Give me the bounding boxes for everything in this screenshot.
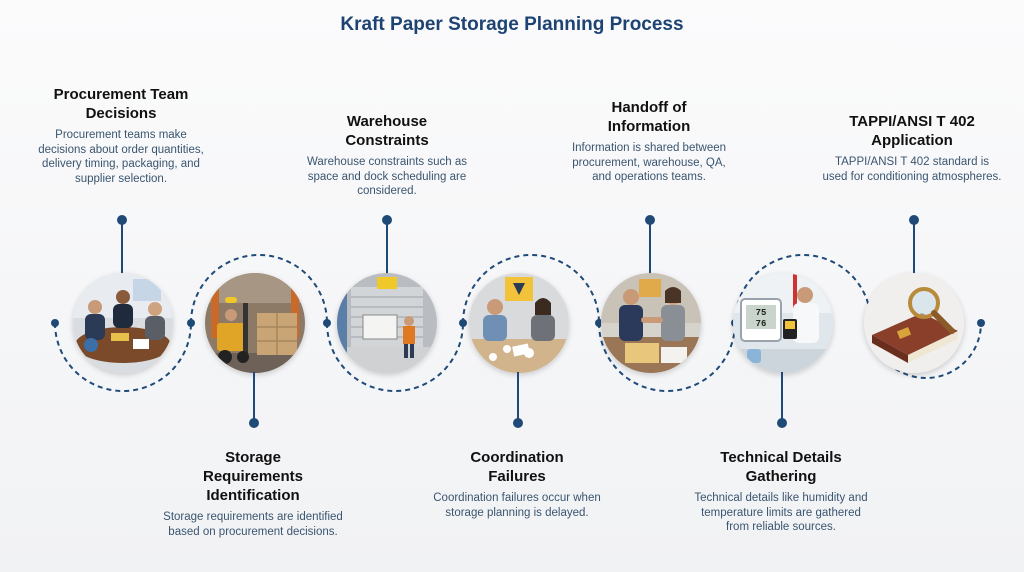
connector-dot	[645, 215, 655, 225]
step-text: Coordination failures occur when storage…	[433, 492, 601, 519]
step-handoff: Handoff of Information Information is sh…	[564, 98, 734, 185]
step-text: TAPPI/ANSI T 402 standard is used for co…	[822, 156, 1002, 183]
connector-line	[649, 222, 651, 274]
step-procurement: Procurement Team Decisions Procurement t…	[31, 85, 211, 186]
step-technical-details: Technical Details Gathering Technical de…	[691, 448, 871, 535]
connector-dot	[777, 418, 787, 428]
step-heading: Procurement Team Decisions	[53, 86, 189, 122]
step-text: Warehouse constraints such as space and …	[306, 156, 467, 197]
connector-dot	[513, 418, 523, 428]
connector-dot	[382, 215, 392, 225]
step-text: Information is shared between procuremen…	[571, 142, 727, 183]
step-warehouse-constraints: Warehouse Constraints Warehouse constrai…	[297, 112, 477, 199]
connector-line	[386, 222, 388, 274]
step-text: Storage requirements are identified base…	[163, 511, 343, 538]
connector-line	[517, 372, 519, 420]
warehouse-icon	[337, 273, 437, 373]
step-heading: Warehouse Constraints	[345, 113, 429, 149]
step-tappi-application: TAPPI/ANSI T 402 Application TAPPI/ANSI …	[822, 112, 1002, 184]
hygrometer-icon: 75 76	[733, 273, 833, 373]
display-reading-2: 76	[756, 319, 767, 329]
handshake-icon	[601, 273, 701, 373]
step-coordination-failures: Coordination Failures Coordination failu…	[427, 448, 607, 520]
step-text: Procurement teams make decisions about o…	[38, 129, 204, 185]
connector-line	[121, 222, 123, 274]
standard-book-icon	[864, 273, 964, 373]
connector-dot	[909, 215, 919, 225]
connector-line	[253, 372, 255, 420]
connector-line	[913, 222, 915, 274]
step-heading: Coordination Failures	[470, 449, 564, 485]
meeting-icon	[73, 273, 173, 373]
step-heading: TAPPI/ANSI T 402 Application	[849, 113, 975, 149]
argument-icon	[469, 273, 569, 373]
connector-dot	[117, 215, 127, 225]
step-text: Technical details like humidity and temp…	[694, 492, 868, 533]
step-heading: Technical Details Gathering	[720, 449, 842, 485]
step-heading: Handoff of Information	[607, 99, 691, 135]
step-storage-requirements: Storage Requirements Identification Stor…	[163, 448, 343, 539]
forklift-icon	[205, 273, 305, 373]
display-reading: 75	[756, 308, 767, 318]
step-heading: Storage Requirements Identification	[202, 449, 304, 504]
connector-dot	[249, 418, 259, 428]
page-title: Kraft Paper Storage Planning Process	[340, 14, 684, 35]
connector-line	[781, 372, 783, 420]
